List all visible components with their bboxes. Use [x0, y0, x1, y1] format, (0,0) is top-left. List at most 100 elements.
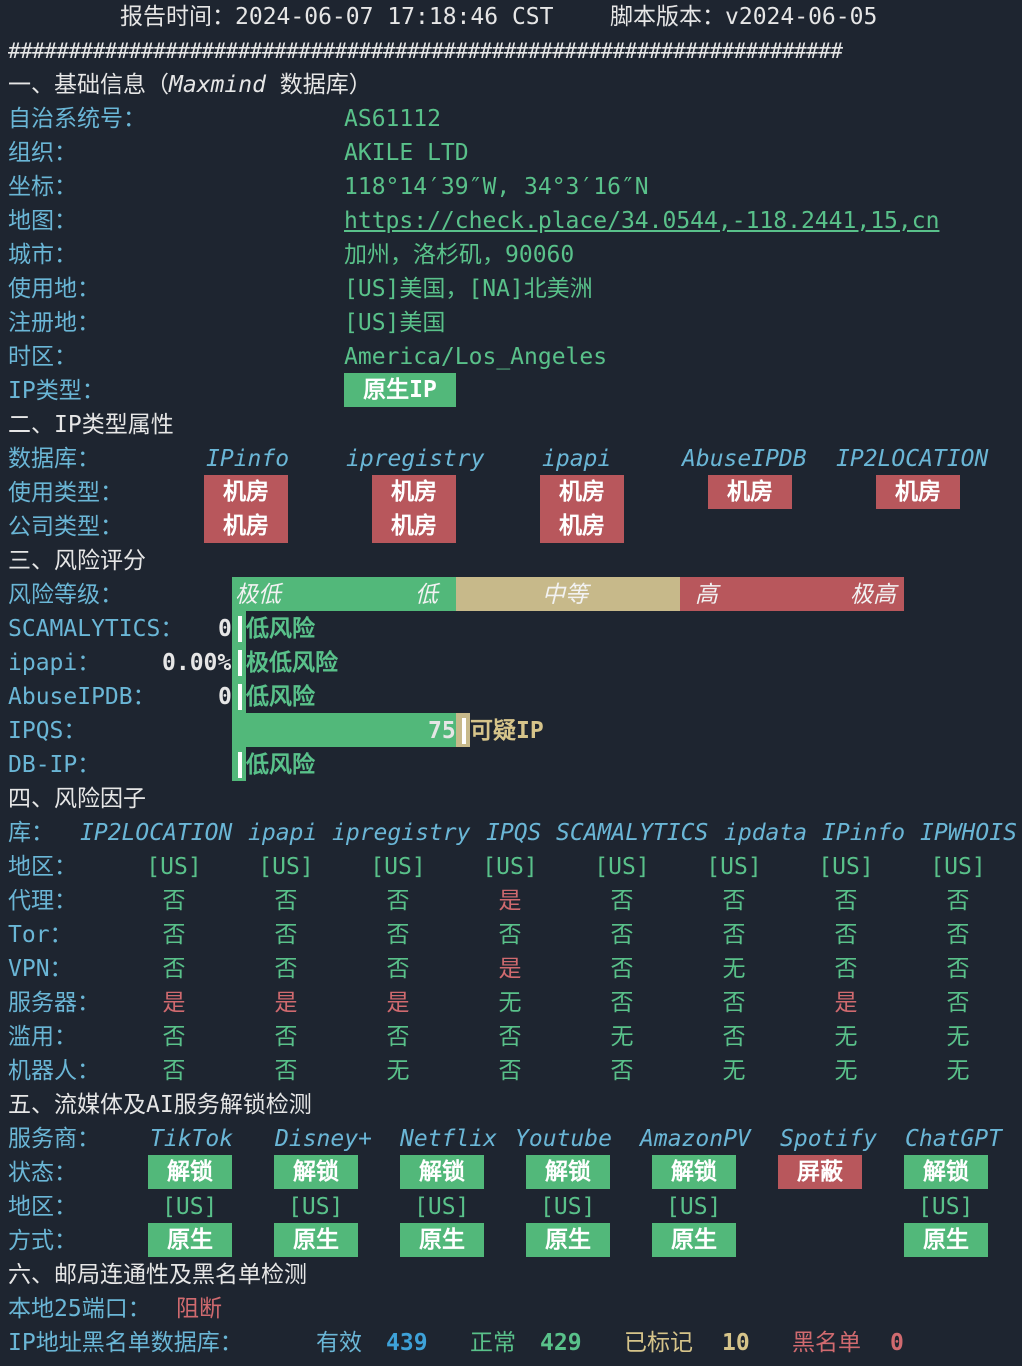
- factor-cell: 是: [274, 990, 298, 1016]
- factor-cell: 否: [946, 922, 970, 948]
- timezone-label: 时区：: [8, 344, 77, 370]
- risk-text-ipapi: 极低风险: [246, 650, 338, 676]
- status-badge-youtube: 解锁: [526, 1155, 610, 1189]
- factor-cell: 无: [834, 1058, 858, 1084]
- company-type-badge: 机房: [204, 509, 288, 543]
- type-db-ipinfo: IPinfo: [206, 446, 290, 472]
- method-badge-amazonpv: 原生: [652, 1223, 736, 1257]
- type-db-ipregistry: ipregistry: [346, 446, 485, 472]
- ipqs-score-bar: [246, 713, 456, 747]
- provider-youtube: Youtube: [515, 1126, 612, 1152]
- risk-marker: [238, 752, 242, 778]
- bl-normal-label: 正常: [470, 1330, 516, 1356]
- factor-cell: 无: [946, 1024, 970, 1050]
- factor-row-label: VPN：: [8, 956, 73, 982]
- type-db-label: 数据库：: [8, 446, 100, 472]
- factor-cell: 否: [610, 990, 634, 1016]
- factor-cell: 否: [610, 888, 634, 914]
- risk-score-scamalytics: 0: [218, 616, 232, 642]
- factor-db-ip2location: IP2LOCATION: [80, 820, 233, 846]
- factor-cell: [US]: [706, 854, 762, 880]
- risk-label-ipqs: IPQS：: [8, 718, 87, 744]
- risk-scale-very-low: 极低: [235, 582, 281, 608]
- factor-cell: 无: [498, 990, 522, 1016]
- factor-cell: 否: [722, 922, 746, 948]
- city-label: 城市：: [8, 242, 77, 268]
- factor-cell: 否: [722, 888, 746, 914]
- ip-type-badge: 原生IP: [344, 373, 456, 407]
- provider-amazonpv: AmazonPV: [640, 1126, 751, 1152]
- registered-location-value: [US]美国: [344, 310, 446, 336]
- risk-scale-low: 低: [415, 582, 438, 608]
- risk-text-abuseipdb: 低风险: [246, 684, 315, 710]
- asn-value: AS61112: [344, 106, 441, 132]
- city-value: 加州，洛杉矶，90060: [344, 242, 575, 268]
- method-badge-netflix: 原生: [400, 1223, 484, 1257]
- stream-region-tiktok: [US]: [162, 1194, 218, 1220]
- factor-cell: 无: [834, 1024, 858, 1050]
- stream-region-amazonpv: [US]: [666, 1194, 722, 1220]
- factor-cell: 否: [834, 922, 858, 948]
- factor-cell: [US]: [482, 854, 538, 880]
- provider-label: 服务商：: [8, 1126, 100, 1152]
- timezone-value: America/Los_Angeles: [344, 344, 608, 370]
- section-basic-title: 一、基础信息（Maxmind 数据库）: [8, 72, 372, 98]
- risk-scale-low-segment: [232, 577, 456, 611]
- factors-lib-label: 库：: [8, 820, 54, 846]
- factor-cell: 否: [386, 922, 410, 948]
- org-value: AKILE LTD: [344, 140, 469, 166]
- risk-text-ipqs: 可疑IP: [470, 718, 544, 744]
- risk-label-abuseipdb: AbuseIPDB：: [8, 684, 156, 710]
- factor-db-ipdata: ipdata: [724, 820, 808, 846]
- risk-scale-medium-segment: [456, 577, 680, 611]
- factor-cell: 否: [498, 922, 522, 948]
- status-label: 状态：: [8, 1160, 77, 1186]
- usage-type-badge: 机房: [372, 475, 456, 509]
- factor-cell: [US]: [146, 854, 202, 880]
- map-link[interactable]: https://check.place/34.0544,-118.2441,15…: [344, 208, 940, 234]
- bl-valid-label: 有效: [316, 1330, 362, 1356]
- usage-type-badge: 机房: [876, 475, 960, 509]
- method-badge-chatgpt: 原生: [904, 1223, 988, 1257]
- method-badge-tiktok: 原生: [148, 1223, 232, 1257]
- factor-cell: 否: [946, 990, 970, 1016]
- ip-type-label: IP类型：: [8, 378, 105, 404]
- factor-cell: 否: [162, 1024, 186, 1050]
- factor-row-label: Tor：: [8, 922, 73, 948]
- factor-cell: 否: [386, 888, 410, 914]
- section-streaming-title: 五、流媒体及AI服务解锁检测: [8, 1092, 312, 1118]
- usage-type-label: 使用类型：: [8, 480, 123, 506]
- usage-type-badge: 机房: [708, 475, 792, 509]
- risk-marker: [238, 684, 242, 710]
- stream-region-netflix: [US]: [414, 1194, 470, 1220]
- blacklist-label: IP地址黑名单数据库：: [8, 1330, 243, 1356]
- status-badge-amazonpv: 解锁: [652, 1155, 736, 1189]
- bl-black-count: 0: [890, 1330, 904, 1356]
- factor-cell: 是: [498, 888, 522, 914]
- usage-location-value: [US]美国，[NA]北美洲: [344, 276, 593, 302]
- bl-marked-label: 已标记: [624, 1330, 693, 1356]
- risk-scale-very-high: 极高: [850, 582, 896, 608]
- factor-cell: 是: [498, 956, 522, 982]
- factor-cell: 否: [834, 956, 858, 982]
- factor-cell: [US]: [594, 854, 650, 880]
- report-time: 报告时间：2024-06-07 17:18:46 CST: [120, 4, 554, 30]
- registered-location-label: 注册地：: [8, 310, 100, 336]
- method-badge-youtube: 原生: [526, 1223, 610, 1257]
- factor-cell: 是: [386, 990, 410, 1016]
- status-badge-chatgpt: 解锁: [904, 1155, 988, 1189]
- factor-cell: 否: [610, 922, 634, 948]
- method-label: 方式：: [8, 1228, 77, 1254]
- type-db-ip2location: IP2LOCATION: [836, 446, 989, 472]
- factor-cell: 否: [274, 1024, 298, 1050]
- script-version: 脚本版本：v2024-06-05: [610, 4, 878, 30]
- factor-cell: [US]: [370, 854, 426, 880]
- factor-db-ipapi: ipapi: [248, 820, 318, 846]
- section-risk-title: 三、风险评分: [8, 548, 146, 574]
- factor-cell: 否: [834, 888, 858, 914]
- hash-separator: ########################################…: [8, 39, 843, 63]
- factor-cell: 否: [610, 1058, 634, 1084]
- risk-text-dbip: 低风险: [246, 752, 315, 778]
- risk-label-ipapi: ipapi：: [8, 650, 101, 676]
- factor-cell: 否: [722, 1024, 746, 1050]
